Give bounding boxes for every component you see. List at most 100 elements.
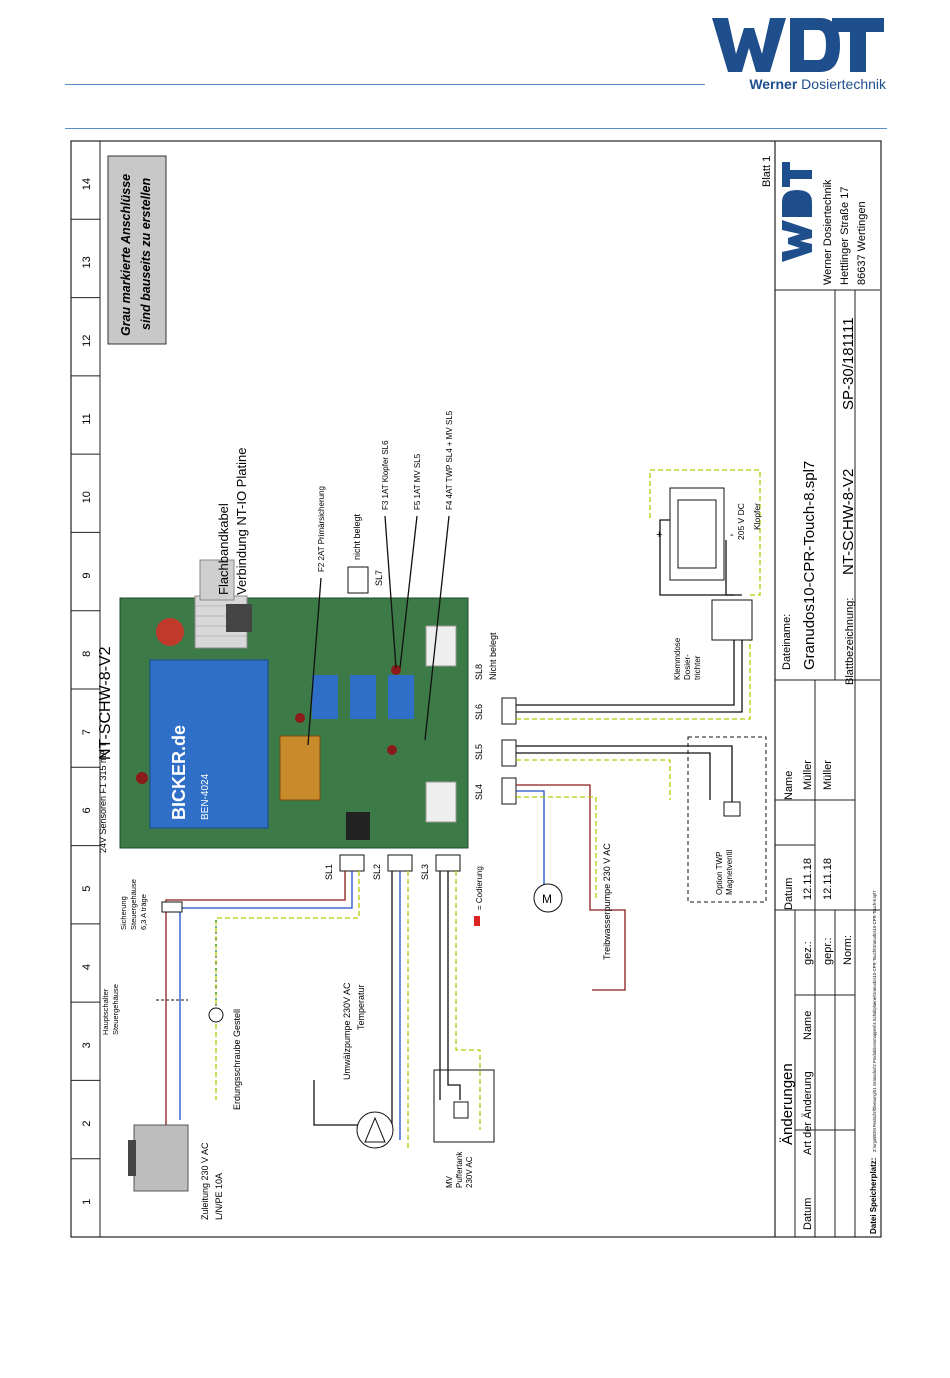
blatt-label: Blattbezeichnung: [844,598,856,685]
note-box: Grau markierte Anschlüsse sind bauseits … [107,155,167,345]
fuse-f2-label: F2 2AT Primärsicherung [317,486,326,572]
company-name: Werner Dosiertechnik [749,76,886,92]
column-number: 4 [81,964,93,970]
column-number: 9 [81,573,93,579]
wdt-logo [712,18,884,72]
fuse-f3-label: F3 1AT Klopfer SL6 [381,440,390,510]
main-switch-l2: Steuergehäuse [111,984,120,1035]
column-number: 3 [81,1042,93,1048]
addr-company: Werner Dosiertechnik [822,179,834,285]
column-number: 8 [81,651,93,657]
column-ticks [71,140,100,1238]
earth-symbol [208,1007,224,1023]
col-art: Art der Änderung [802,1071,814,1155]
mv-buffer-wiring [439,871,481,1130]
terminal-l3: trichter [693,655,702,680]
sl8-note: Nicht belegt [488,632,498,680]
coding-label: = Codierung [475,866,484,910]
gepr-date: 12.11.18 [822,858,834,900]
circ-pump-l1: Umwälzpumpe 230V AC [342,982,352,1080]
sl7-note: nicht belegt [352,513,362,560]
psu-model: BEN-4024 [200,773,211,820]
mv-buffer-l3: 230V AC [465,1156,474,1188]
main-switch-l1: Hauptschalter [101,988,110,1035]
column-number: 1 [81,1199,93,1205]
blatt-value: NT-SCHW-8-V2 [840,469,857,575]
sl5-label: SL5 [474,744,484,760]
row-norm: Norm: [842,935,854,965]
terminal-l2: Dosier- [683,654,692,680]
storage-path: Z:\orgaWDM Festschriftloesung\01 Granudo… [872,890,877,1152]
fuse-f4-label: F4 4AT TWP SL4 + MV SL5 [445,410,454,510]
psu-brand: BICKER.de [169,725,189,820]
fuse-f5-label: F5 1AT MV SL5 [413,453,422,510]
dateiname: Granudos10-CPR-Touch-8.spl7 [801,461,818,670]
column-number: 7 [81,729,93,735]
dateiname-label: Dateiname: [781,614,793,670]
mv-buffer-l2: Puffertank [455,1151,464,1188]
sl6-label: SL6 [474,704,484,720]
knocker-label: Klopfer [752,503,762,530]
ribbon-line2: Verbindung NT-IO Platine [234,448,249,595]
drive-pump-motor [533,883,563,913]
sheet-no: Blatt 1 [761,156,773,187]
sl4-label: SL4 [474,784,484,800]
fuse-housing-l1: Sicherung [119,896,128,930]
drive-pump-label: Treibwasserpumpe 230 V AC [602,843,612,960]
page-header: Werner Dosiertechnik [0,0,950,140]
drawing-no: SP-30/181111 [840,317,857,410]
title-block-logo [782,162,812,262]
knocker-minus: - [730,529,734,541]
changes-title: Änderungen [779,1063,796,1145]
knocker-wiring [516,469,761,720]
sl3-label: SL3 [420,864,430,880]
row-gez: gez.: [802,941,814,965]
mv-buffer-l1: MV [445,1175,454,1188]
addr-city: 86637 Wertingen [856,201,868,285]
option-valve-box [687,736,767,903]
gez-date: 12.11.18 [802,858,814,900]
knocker-voltage: 205 V DC [736,503,746,540]
board-title: NT-SCHW-8-V2 [97,646,114,760]
addr-street: Hettlinger Straße 17 [839,187,851,285]
col-name2: Name [783,771,795,800]
mv-buffer-box [433,1069,495,1143]
note-line1: Grau markierte Anschlüsse [119,174,133,336]
fuse-housing-l2: Steuergehäuse [129,879,138,930]
row-gepr: gepr.: [822,937,834,965]
sl8-label: SL8 [474,664,484,680]
column-number: 5 [81,886,93,892]
option-valve-wiring [516,745,733,810]
sensor-fuse-label: 24V Sensoren F1 315 mA T [98,742,108,853]
terminal-l1: Klemmdose [673,637,682,680]
fuse-housing-l3: 6,3 A träge [139,894,148,930]
ribbon-cable [199,559,235,601]
col-datum: Datum [802,1198,814,1230]
option-l2: Magnetventil [725,849,734,895]
psu-module [149,659,269,829]
gepr-name: Müller [822,760,834,790]
column-number: 6 [81,807,93,813]
storage-label: Datei Speicherplatz: [869,1158,878,1234]
col-datum2: Datum [783,878,795,910]
column-number: 11 [81,413,93,424]
knocker-plus: + [656,529,662,541]
supply-l2: L/N/PE 10A [214,1173,224,1220]
ribbon-line1: Flachbandkabel [216,503,231,595]
sl2-label: SL2 [372,864,382,880]
pcb-board: BICKER.de BEN-4024 [119,595,469,849]
option-l1: Option TWP [715,852,724,895]
title-block [774,141,880,1237]
column-number: 14 [81,178,93,190]
column-number: 13 [81,256,93,268]
column-number: 10 [81,491,93,503]
housing-fuse [161,901,183,913]
supply-plug [133,1124,189,1192]
drive-pump-wiring [516,784,626,991]
earth-screw-label: Erdungsschraube Gestell [232,1009,242,1110]
supply-l1: Zuleitung 230 V AC [200,1142,210,1220]
column-number: 2 [81,1121,93,1127]
note-line2: sind bauseits zu erstellen [139,178,153,330]
